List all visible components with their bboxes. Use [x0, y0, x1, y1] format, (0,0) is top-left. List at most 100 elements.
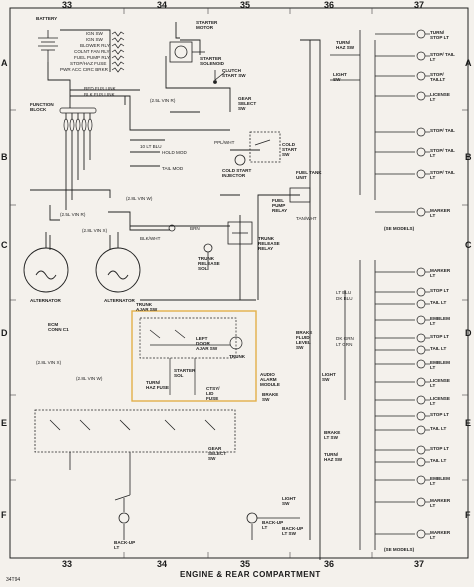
row-letter-d-left: D	[1, 328, 8, 338]
ctsy-lid-fuse-label: CTSY/ LID FUSE	[206, 386, 220, 401]
main-harness	[30, 22, 321, 560]
lamp-bulb-symbol	[416, 411, 426, 421]
back-up-lt-right-label: BACK-UP LT	[262, 520, 284, 530]
column-number-37-bottom: 37	[414, 559, 425, 569]
trunk-release-sol-label: TRUNK RELEASE SOL	[198, 256, 220, 271]
wire-label: PPL/WHT	[214, 140, 235, 145]
wire-label: (2.8L VIN W)	[76, 376, 103, 381]
wire-label: BLK FUS LINK	[84, 92, 115, 97]
trunk-ajar-sw-label: TRUNK AJAR SW	[136, 302, 158, 312]
lamp-bulb-symbol	[416, 147, 426, 157]
fuse-link-label: IGN SW	[86, 31, 103, 36]
gear-select-sw-e-label: GEAR SELECT SW	[208, 446, 227, 461]
right-lamp-harness	[330, 30, 376, 550]
lamp-label: MARKER LT	[430, 208, 451, 218]
row-letter-a-right: A	[465, 58, 472, 68]
row-letter-b-right: B	[465, 152, 472, 162]
left-door-ajar-sw-label: LEFT DOOR AJAR SW	[196, 336, 218, 351]
frame-border	[9, 7, 469, 559]
lamp-label: STOP LT	[430, 446, 449, 451]
lamp-bulb-symbol	[416, 299, 426, 309]
gear-select-fuse-block	[34, 409, 236, 501]
column-ticks	[123, 8, 373, 558]
fuse-link-label: STOP/HAZ FUSE	[70, 61, 107, 66]
lamp-label: MARKER LT	[430, 530, 451, 540]
clutch-switch-symbol	[213, 70, 226, 84]
lamp-label: LICENSE LT	[430, 92, 450, 102]
row-letter-c-right: C	[465, 240, 472, 250]
lamp-bulb-symbol	[416, 91, 426, 101]
lamp-bulb-symbol	[416, 287, 426, 297]
ecm-conn-label: ECM CONN C1	[48, 322, 69, 332]
lamp-bulb-symbol	[416, 529, 426, 539]
audio-alarm-module-label: AUDIO ALARM MODULE	[260, 372, 280, 387]
lamp-label: STOP LT	[430, 412, 449, 417]
row-letter-d-right: D	[465, 328, 472, 338]
function-block	[59, 107, 97, 132]
brake-fluid-level-sw-label: BRAKE FLUID LEVEL SW	[296, 330, 313, 350]
lamp-label: STOP LT	[430, 288, 449, 293]
lamp-bulb-symbol	[416, 127, 426, 137]
battery-symbol	[38, 30, 58, 62]
starter-sol-label: STARTER SOL	[174, 368, 196, 378]
wire-label: TAIL MOD	[162, 166, 184, 171]
trunk-label: TRUNK	[229, 354, 246, 359]
right-lamp-branches	[375, 29, 430, 539]
gear-select-sw-label: GEAR SELECT SW	[238, 96, 257, 111]
lamp-bulb-symbol	[416, 457, 426, 467]
lamp-bulb-symbol	[416, 315, 426, 325]
lamp-label: STOP/ TAIL LT	[430, 170, 455, 180]
column-number-36-top: 36	[324, 0, 335, 10]
wire-label: (2.8L VIN W)	[126, 196, 153, 201]
wire-label: HOLD MOD	[162, 150, 187, 155]
fuel-pump-relay-label: FUEL PUMP RELAY	[272, 198, 288, 213]
lamp-label: EMBLEM LT	[430, 316, 450, 326]
starter-solenoid-symbol	[169, 41, 205, 63]
alternator-left-label: ALTERNATOR	[30, 298, 61, 303]
lamp-bulb-symbol	[416, 71, 426, 81]
cold-start-sw-label: COLD START SW	[282, 142, 297, 157]
fuse-link-zigzags	[111, 31, 125, 73]
turn-haz-sw-label: TURN/ HAZ SW	[336, 40, 355, 50]
lamp-label: TAIL LT	[430, 458, 447, 463]
turn-haz-fuse-label: TURN/ HAZ FUSE	[146, 380, 169, 390]
fuse-link-label: FUEL PUMP RLY	[74, 55, 110, 60]
wire-label: (2.5L VIN R)	[60, 212, 86, 217]
door-ajar-switch-assembly	[139, 317, 243, 395]
column-number-33-bottom: 33	[62, 559, 73, 569]
wire-label: (2.8L VIN X)	[36, 360, 62, 365]
lamp-label: LICENSE LT	[430, 378, 450, 388]
lamp-bulb-symbol	[416, 497, 426, 507]
lamp-label: STOP/ TAIL LT	[430, 148, 455, 158]
trunk-release-relay-label: TRUNK RELEASE RELAY	[258, 236, 280, 251]
row-letter-a-left: A	[1, 58, 8, 68]
column-number-35-top: 35	[240, 0, 251, 10]
row-ticks	[10, 109, 468, 481]
fuse-link-label: COLNT FAN RLY	[74, 49, 110, 54]
lamp-bulb-symbol	[416, 51, 426, 61]
lamp-bulb-symbol	[416, 267, 426, 277]
light-sw-label: LIGHT SW	[333, 72, 347, 82]
lamp-label: TAIL LT	[430, 426, 447, 431]
column-number-36-bottom: 36	[324, 559, 335, 569]
row-letter-f-left: F	[1, 510, 7, 520]
column-number-33-top: 33	[62, 0, 73, 10]
row-letter-e-left: E	[1, 418, 8, 428]
brake-sw-label: BRAKE SW	[262, 392, 279, 402]
light-sw-f-label: LIGHT SW	[282, 496, 296, 506]
starter-motor-label: STARTER MOTOR	[196, 20, 218, 30]
lamp-label: TURN/ STOP LT	[430, 30, 449, 40]
lamp-bulb-symbol	[416, 425, 426, 435]
lamp-label: MARKER LT	[430, 268, 451, 278]
alternators	[23, 232, 141, 293]
brake-lt-sw-label: BRAKE LT SW	[324, 430, 341, 440]
lamp-label: STOP/ TAIL LT	[430, 52, 455, 62]
column-number-35-bottom: 35	[240, 559, 251, 569]
fuel-tank-unit-label: FUEL TANK UNIT	[296, 170, 322, 180]
function-block-label: FUNCTION BLOCK	[30, 102, 54, 112]
row-letter-e-right: E	[465, 418, 472, 428]
lamp-label: STOP/ TAILLT	[430, 72, 446, 82]
back-up-lt-sw-label: BACK-UP LT SW	[282, 526, 304, 536]
back-up-lamps	[118, 498, 300, 540]
